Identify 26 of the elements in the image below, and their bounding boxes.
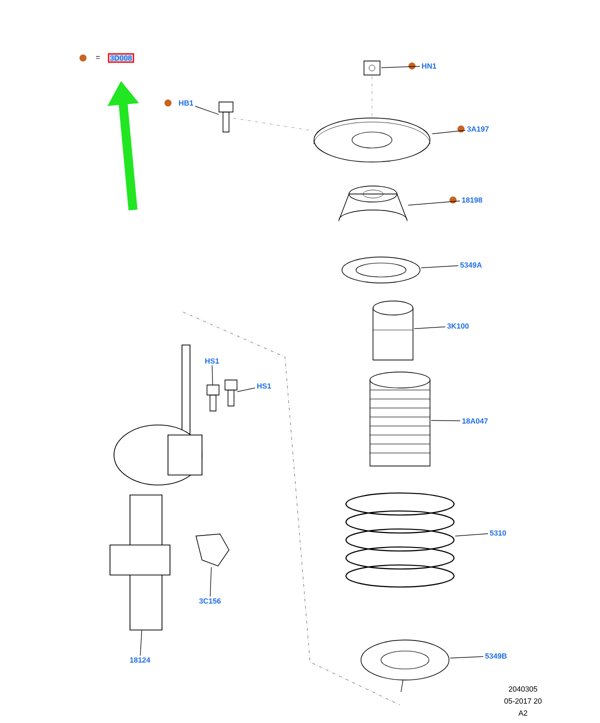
leader-line: [210, 566, 212, 597]
part-drawing: [345, 492, 455, 588]
part-drawing: [314, 118, 430, 162]
leader-line: [380, 66, 420, 68]
part-drawing: [206, 384, 220, 412]
leader-line: [454, 533, 488, 536]
part-drawing: [370, 372, 430, 466]
part-drawing: [224, 380, 238, 406]
leader-line: [236, 388, 256, 392]
part-drawing: [364, 60, 380, 76]
leader-line: [140, 630, 142, 656]
part-drawing: [338, 186, 408, 220]
leader-line: [194, 106, 220, 115]
leader-line: [212, 365, 213, 386]
leader-line: [420, 265, 459, 268]
leader-line: [432, 130, 466, 134]
part-drawing: [372, 300, 414, 360]
part-drawing: [360, 640, 450, 692]
leader-line: [408, 200, 460, 206]
leader-line: [450, 656, 484, 658]
part-drawing: [218, 102, 234, 132]
part-drawing: [196, 534, 230, 566]
leader-line: [430, 420, 461, 422]
assembly-line: [233, 118, 312, 131]
part-drawing: [342, 256, 420, 284]
leader-line: [414, 326, 446, 329]
